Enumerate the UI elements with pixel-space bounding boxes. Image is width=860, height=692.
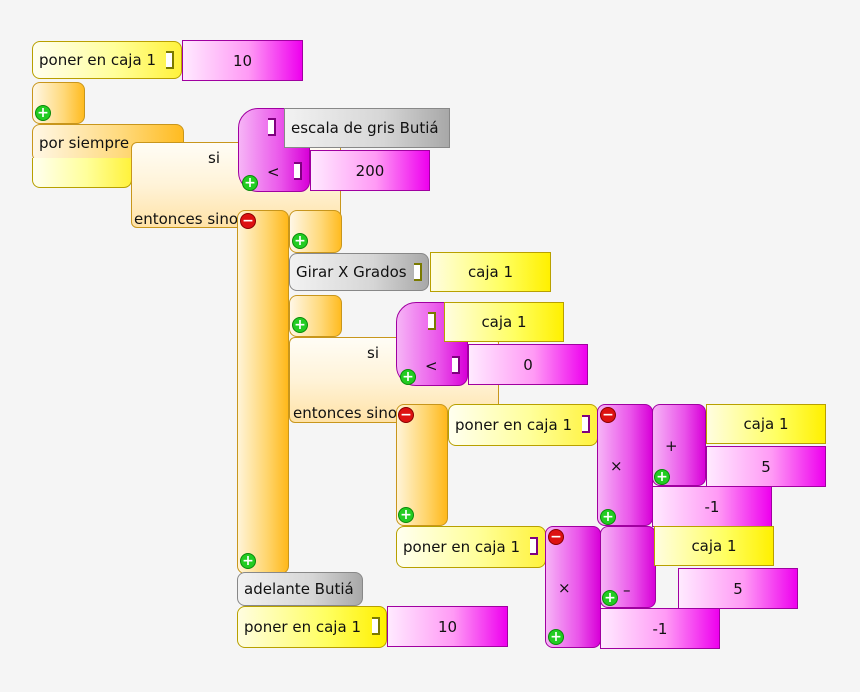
minus-symbol: – — [623, 581, 631, 599]
plus-icon[interactable]: + — [242, 175, 258, 191]
box-label: caja 1 — [691, 537, 737, 555]
plus-icon[interactable]: + — [602, 590, 618, 606]
minus-icon[interactable]: − — [240, 213, 256, 229]
minus-icon[interactable]: − — [600, 407, 616, 423]
times-symbol: × — [558, 579, 571, 597]
number-block[interactable]: 200 — [310, 150, 430, 191]
socket-connector — [452, 356, 460, 374]
else-column[interactable] — [237, 210, 289, 574]
forward-label: adelante Butiá — [244, 580, 354, 598]
number-block[interactable]: 5 — [678, 568, 798, 609]
turn-block[interactable]: Girar X Grados — [289, 253, 429, 291]
sensor-label: escala de gris Butiá — [291, 119, 439, 137]
socket-connector — [372, 617, 380, 635]
less-than-symbol: < — [425, 357, 438, 375]
number-value: 10 — [232, 51, 253, 70]
multiply-block[interactable]: × — [545, 526, 601, 648]
minus-icon[interactable]: − — [548, 529, 564, 545]
socket-connector — [414, 263, 422, 281]
store-block[interactable]: poner en caja 1 — [448, 404, 598, 446]
plus-icon[interactable]: + — [400, 369, 416, 385]
plus-icon[interactable]: + — [292, 233, 308, 249]
socket-connector — [530, 537, 538, 555]
socket-connector — [294, 162, 302, 180]
number-value: -1 — [704, 497, 720, 516]
store-label: poner en caja 1 — [244, 618, 361, 636]
box-block[interactable]: caja 1 — [654, 526, 774, 566]
store-block-bottom[interactable]: poner en caja 1 — [237, 606, 387, 648]
else-column-inner[interactable] — [396, 404, 448, 526]
then-else-label: entonces sino — [134, 210, 239, 228]
socket-connector — [428, 312, 436, 330]
box-label: caja 1 — [467, 263, 514, 281]
box-label: caja 1 — [743, 415, 789, 433]
box-block[interactable]: caja 1 — [430, 252, 551, 292]
plus-icon[interactable]: + — [240, 553, 256, 569]
number-block[interactable]: -1 — [652, 486, 772, 527]
forever-label: por siempre — [39, 134, 130, 152]
then-else-label: entonces sino — [293, 404, 398, 422]
number-value: 200 — [355, 161, 385, 180]
less-than-symbol: < — [267, 163, 280, 181]
number-value: 0 — [523, 355, 533, 374]
socket-connector — [268, 118, 276, 136]
plus-icon[interactable]: + — [548, 629, 564, 645]
number-block[interactable]: 5 — [706, 446, 826, 487]
number-value: 5 — [761, 457, 771, 476]
plus-symbol: + — [665, 437, 678, 455]
number-block[interactable]: 10 — [387, 606, 508, 647]
number-value: 5 — [733, 579, 743, 598]
store-label: poner en caja 1 — [403, 538, 520, 556]
forever-block[interactable]: por siempre — [32, 124, 184, 162]
forward-block[interactable]: adelante Butiá — [237, 572, 363, 606]
store-block[interactable]: poner en caja 1 — [396, 526, 546, 568]
number-value: 10 — [437, 617, 458, 636]
store-block-top[interactable]: poner en caja 1 — [32, 41, 182, 79]
box-block[interactable]: caja 1 — [706, 404, 826, 444]
number-value: -1 — [652, 619, 668, 638]
minus-icon[interactable]: − — [398, 407, 414, 423]
if-label: si — [367, 344, 379, 362]
store-label: poner en caja 1 — [39, 51, 156, 69]
socket-connector — [582, 415, 590, 433]
plus-icon[interactable]: + — [292, 317, 308, 333]
store-label: poner en caja 1 — [455, 416, 572, 434]
grayscale-sensor-block[interactable]: escala de gris Butiá — [284, 108, 450, 148]
plus-icon[interactable]: + — [654, 469, 670, 485]
plus-icon[interactable]: + — [600, 509, 616, 525]
turn-label: Girar X Grados — [296, 263, 407, 281]
plus-icon[interactable]: + — [35, 105, 51, 121]
times-symbol: × — [610, 457, 623, 475]
if-label: si — [208, 149, 220, 167]
forever-base — [32, 158, 132, 188]
number-block[interactable]: -1 — [600, 608, 720, 649]
box-label: caja 1 — [481, 313, 527, 331]
plus-icon[interactable]: + — [398, 507, 414, 523]
number-block[interactable]: 10 — [182, 40, 303, 81]
box-block[interactable]: caja 1 — [444, 302, 564, 342]
socket-connector — [166, 51, 174, 69]
number-block[interactable]: 0 — [468, 344, 588, 385]
